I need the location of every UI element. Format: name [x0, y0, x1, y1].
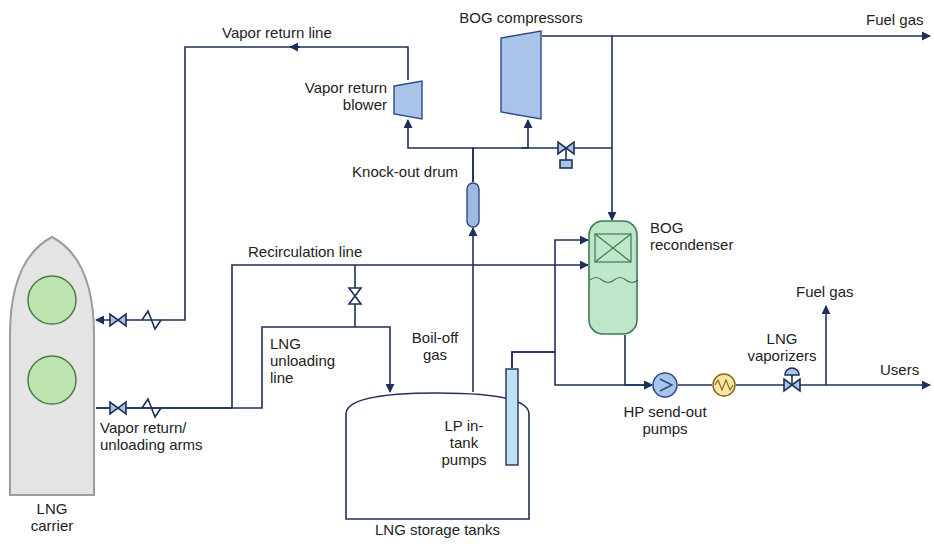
valve-stem: [565, 148, 567, 160]
lng-carrier-outline: [8, 235, 96, 497]
stream-label: Users: [880, 362, 919, 379]
valve-symbol: [110, 314, 126, 326]
loading-arm-symbol: [142, 399, 161, 417]
loading-arm-symbol: [142, 311, 161, 329]
in-tank-pump: LP in-tank pumps: [505, 368, 519, 466]
valve-stem: [791, 375, 793, 385]
node-label: BOG compressors: [450, 10, 592, 27]
compressor-symbol: BOG compressors: [500, 30, 542, 120]
line-label: Boil-off gas: [403, 330, 467, 364]
pipe-connector: [512, 240, 588, 368]
blower-symbol-outline: [393, 80, 423, 120]
line-label: Recirculation line: [248, 244, 362, 261]
vaporizer-symbol: LNG vaporizers: [712, 373, 736, 397]
valve-actuator: [785, 368, 799, 375]
pipe-connector: [96, 327, 390, 408]
line-label: Vapor return line: [222, 25, 332, 42]
fuel-gas-branch: [825, 306, 827, 385]
stream-label: Fuel gas: [866, 12, 924, 29]
fuel-gas-header: [612, 35, 930, 37]
pipe-connector: [512, 352, 652, 385]
valve-symbol: [349, 288, 361, 304]
node-label: Knock-out drum: [346, 164, 458, 181]
compressor-symbol-outline: [500, 30, 542, 120]
line-label: LNG unloading line: [270, 336, 342, 386]
pipe-connector: [473, 120, 528, 182]
pipe-connector: [96, 47, 408, 320]
valve-actuator: [560, 160, 572, 168]
pump-symbol: HP send-out pumps: [652, 372, 678, 398]
node-label: BOG recondenser: [650, 220, 740, 254]
pipe-connector: [542, 36, 612, 220]
in-tank-pump-outline: [505, 368, 519, 466]
node-label: HP send-out pumps: [610, 404, 720, 438]
node-label: LP in-tank pumps: [433, 418, 495, 468]
blower-symbol: Vapor return blower: [393, 80, 423, 120]
send-out-pipe: [736, 384, 930, 386]
pipe-connector: [625, 335, 652, 385]
lng-carrier: LNG carrier: [8, 235, 96, 497]
knock-out-drum-outline: [466, 182, 480, 228]
vaporizer-symbol-outline: [712, 373, 736, 397]
node-label: LNG vaporizers: [746, 331, 818, 365]
valve-symbol: [110, 402, 126, 414]
node-label: Vapor return blower: [293, 80, 387, 114]
storage-tank-outline: [345, 392, 530, 520]
node-label: LNG carrier: [17, 501, 87, 535]
recondenser-vessel-outline: [588, 220, 638, 335]
storage-tank: LNG storage tanksLP in-tank pumps: [345, 392, 530, 520]
recondenser-vessel: BOG recondenser: [588, 220, 638, 335]
pipe-connector: [472, 228, 474, 392]
stream-label: Vapor return/ unloading arms: [100, 420, 218, 454]
pump-symbol-outline: [652, 372, 678, 398]
pipe-connector: [678, 384, 712, 386]
flow-arrow: [290, 46, 300, 48]
stream-label: Fuel gas: [796, 284, 854, 301]
node-label: LNG storage tanks: [345, 522, 530, 539]
knock-out-drum: Knock-out drum: [466, 182, 480, 228]
